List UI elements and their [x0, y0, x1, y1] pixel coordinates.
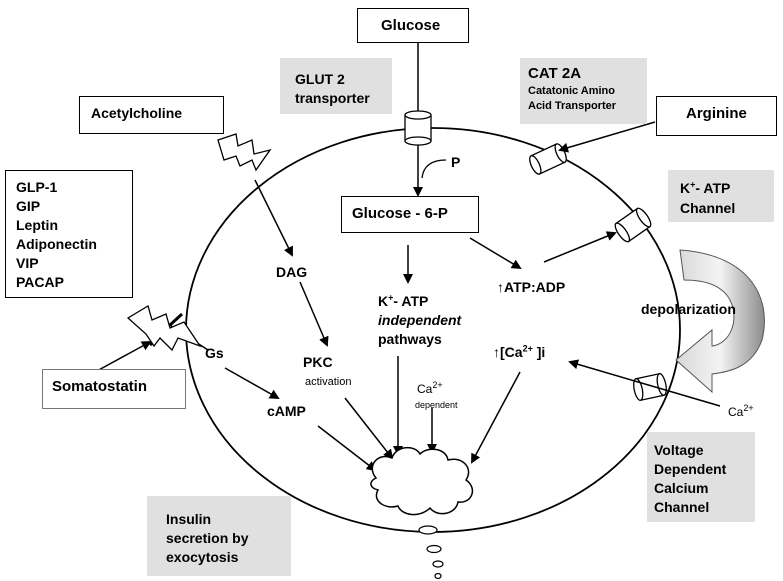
glucose6p-box	[341, 196, 479, 233]
katp-independent-pathways: pathways	[378, 331, 442, 347]
cat2a-title: CAT 2A	[528, 65, 582, 82]
acetylcholine-receptor-bolt-icon	[217, 133, 272, 172]
pkc-label: PKC	[303, 354, 333, 370]
vdcc-line-3: Calcium	[654, 480, 709, 496]
vdcc-line-4: Channel	[654, 499, 710, 515]
vdcc-line-2: Dependent	[654, 461, 727, 477]
atp-adp-label: ↑ATP:ADP	[497, 279, 566, 295]
glut2-channel-icon	[404, 110, 432, 146]
atpadp-to-katp-arrow	[543, 231, 617, 263]
ca-external-arrow	[568, 359, 721, 407]
ca-dependent-word: dependent	[415, 400, 458, 410]
insulin-line-1: Insulin	[166, 511, 212, 527]
glucose-label: Glucose	[381, 17, 441, 34]
somatostatin-arrow	[94, 341, 152, 373]
katp-independent-italic: independent	[378, 312, 462, 328]
acetylcholine-label: Acetylcholine	[91, 105, 183, 121]
cat2a-label-box	[520, 58, 647, 124]
ca-dependent-label: Ca2+	[417, 380, 443, 397]
inhibition-dash-2	[168, 312, 184, 327]
acetylcholine-to-dag-arrow	[254, 179, 293, 257]
glucose-box	[357, 8, 469, 43]
vdcc-label-box	[647, 432, 755, 522]
depolarization-label: depolarization	[641, 301, 736, 317]
glucose6p-label: Glucose - 6-P	[352, 205, 448, 222]
secretion-bubble-2	[426, 544, 442, 554]
insulin-line-2: secretion by	[166, 530, 249, 546]
katp-channel-label-box	[668, 170, 774, 222]
glut2-line-2: transporter	[295, 90, 370, 106]
g6p-to-atpadp-arrow	[469, 237, 522, 270]
somatostatin-label: Somatostatin	[52, 378, 148, 395]
phosphorylation-curve	[421, 159, 447, 179]
katp-independent-line-1: K+- ATP	[378, 292, 429, 309]
acetylcholine-box	[79, 96, 224, 134]
glut2-line-1: GLUT 2	[295, 71, 345, 87]
hormone-pacap: PACAP	[16, 274, 64, 290]
vdcc-channel-icon	[633, 372, 667, 402]
hormone-adiponectin: Adiponectin	[16, 236, 97, 252]
insulin-line-3: exocytosis	[166, 549, 239, 565]
hormone-leptin: Leptin	[16, 217, 58, 233]
camp-label: cAMP	[267, 403, 306, 419]
katp-channel-icon	[614, 207, 652, 243]
hormone-gip: GIP	[16, 198, 41, 214]
secretion-bubble-1	[418, 525, 438, 535]
hormones-box	[5, 170, 133, 298]
cat2a-channel-icon	[529, 143, 567, 175]
hormone-glp1: GLP-1	[16, 179, 58, 195]
arginine-arrow	[558, 121, 656, 153]
secretion-bubble-3	[432, 560, 444, 568]
pkc-to-exocytosis-arrow	[344, 397, 394, 460]
cai-to-exocytosis-arrow	[471, 371, 521, 464]
phosphate-label: P	[451, 154, 461, 170]
secretion-bubble-4	[434, 572, 442, 580]
somatostatin-box	[42, 369, 186, 409]
arginine-label: Arginine	[686, 105, 747, 122]
calcium-intracellular-label: ↑[Ca2+ ]i	[493, 343, 546, 360]
hormone-vip: VIP	[16, 255, 39, 271]
vdcc-line-1: Voltage	[654, 442, 704, 458]
cat2a-line-1: Catatonic Amino	[528, 85, 615, 97]
glut2-label-box	[280, 58, 392, 114]
dag-label: DAG	[276, 264, 308, 280]
cat2a-line-2: Acid Transporter	[528, 100, 617, 112]
camp-to-exocytosis-arrow	[317, 425, 377, 472]
pkc-activation-label: activation	[305, 376, 352, 388]
gs-label: Gs	[205, 345, 224, 361]
arginine-box	[656, 96, 777, 136]
gpcr-receptor-bolt-icon	[126, 305, 202, 352]
dag-to-pkc-arrow	[299, 281, 329, 347]
ca-external-label: Ca2+	[728, 403, 754, 420]
insulin-granule-cloud	[370, 446, 474, 516]
katp-channel-line-2: Channel	[680, 200, 736, 216]
gs-to-camp-arrow	[224, 367, 280, 399]
katp-channel-line-1: K+- ATP	[680, 179, 731, 196]
depolarization-arrow	[675, 249, 765, 394]
insulin-label-box	[147, 496, 291, 576]
